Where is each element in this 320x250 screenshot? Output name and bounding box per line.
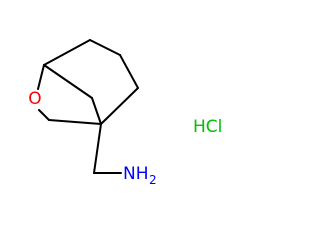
bond-o2-c3 [38, 109, 50, 121]
bond-c1-c7 [43, 39, 91, 66]
bond-lines [37, 39, 139, 174]
bond-c3-c4 [48, 119, 102, 125]
amine-subscript: 2 [149, 173, 157, 187]
structure-canvas: O NH 2 HCl [28, 39, 222, 187]
hcl-salt-label: HCl [193, 117, 222, 137]
bond-c8-c4 [91, 97, 102, 125]
bond-c6-c5 [119, 54, 139, 89]
bond-c5-c4 [100, 87, 139, 125]
bond-c4-ch2 [93, 123, 102, 174]
bond-c7-c6 [89, 39, 121, 56]
amine-label: NH [123, 164, 149, 184]
bond-c1-o2 [37, 64, 45, 90]
oxygen-atom-label: O [28, 89, 41, 109]
bond-c1-c8 [43, 64, 93, 99]
